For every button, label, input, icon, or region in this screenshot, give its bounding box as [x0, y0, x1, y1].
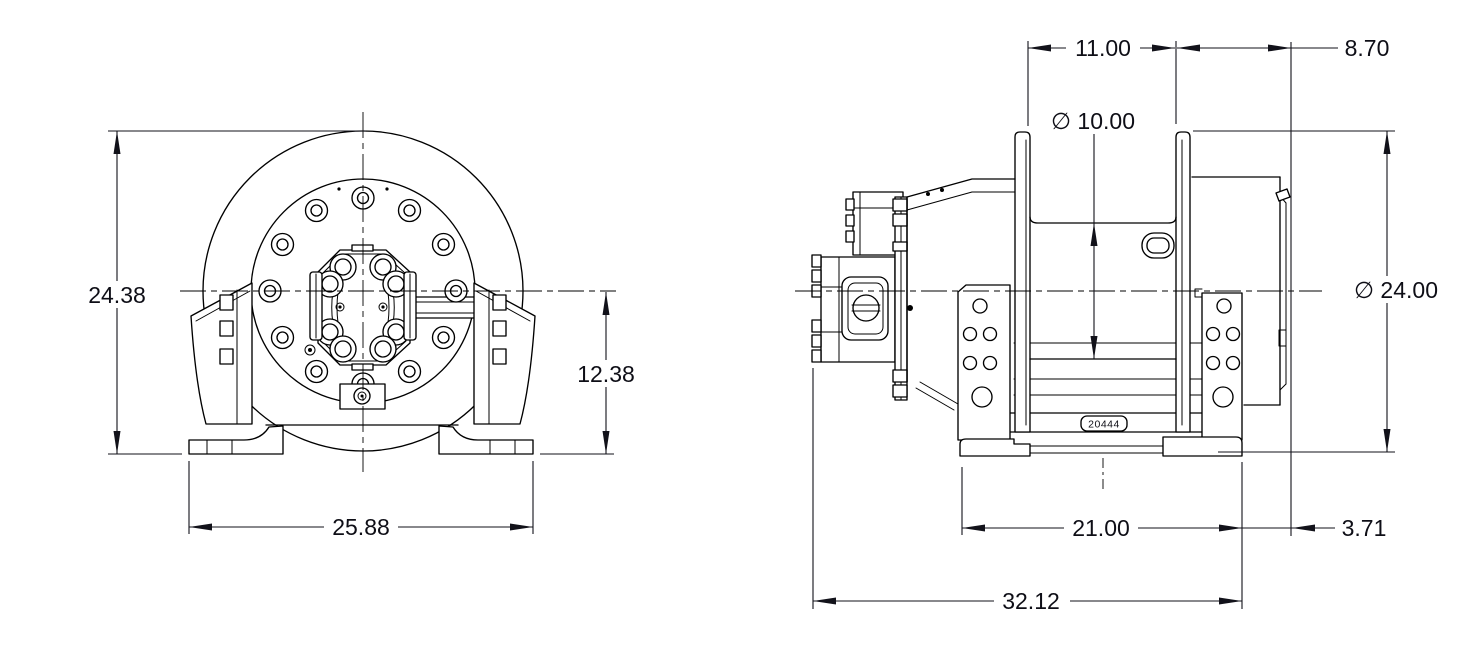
motor-port-face — [841, 276, 889, 341]
serial-label-text: 20444 — [1088, 419, 1120, 431]
dim-text-foot-span-front: 25.88 — [332, 514, 390, 540]
dim-side-barrel-diameter: ∅ 10.00 — [1051, 108, 1135, 359]
dim-text-centerline-height: 12.38 — [577, 361, 635, 387]
dim-text-flange-diameter: ∅ 24.00 — [1354, 277, 1438, 303]
dim-text-overall-height: 24.38 — [88, 282, 146, 308]
side-right-foot — [1162, 436, 1243, 457]
dim-front-overall-height: 24.38 — [82, 130, 366, 455]
hydraulic-motor — [811, 254, 896, 363]
side-left-bracket — [957, 284, 1011, 441]
dim-side-overall-length: 32.12 — [812, 368, 1242, 614]
dim-side-drum-length: 11.00 — [1027, 34, 1177, 126]
gear-housing — [906, 178, 1016, 411]
drum-barrel — [1029, 216, 1177, 360]
right-foot — [438, 425, 534, 455]
motor-mount-hub — [304, 244, 417, 371]
side-right-bracket — [1194, 288, 1243, 441]
dim-text-foot-span-side: 21.00 — [1072, 515, 1130, 541]
motor-adapter-plate — [892, 196, 913, 401]
dimensions: 24.38 12.38 25.88 — [82, 34, 1458, 614]
left-drum-flange — [1014, 131, 1031, 433]
right-mounting-bracket — [473, 282, 536, 425]
left-foot — [188, 425, 284, 455]
dim-text-barrel-diameter: ∅ 10.00 — [1051, 108, 1135, 134]
dim-side-flange-diameter: ∅ 24.00 — [1193, 130, 1458, 453]
motor-port — [852, 294, 880, 322]
dim-text-flange-to-end: 8.70 — [1345, 35, 1390, 61]
side-base — [959, 436, 1243, 457]
frame-cross-members — [1007, 342, 1205, 433]
serial-label: 20444 — [1080, 415, 1128, 432]
side-left-foot — [959, 438, 1031, 457]
dim-text-overall-length: 32.12 — [1002, 588, 1060, 614]
dim-side-flange-to-end: 8.70 — [1177, 35, 1389, 536]
side-view: 20444 — [795, 131, 1322, 492]
dim-front-centerline-height: 12.38 — [540, 292, 641, 455]
left-mounting-bracket — [190, 282, 253, 425]
right-drum-flange — [1175, 131, 1191, 433]
front-view — [180, 112, 616, 472]
dim-text-end-overhang: 3.71 — [1342, 515, 1387, 541]
bottom-anchor-tab — [339, 383, 386, 410]
dim-front-foot-span: 25.88 — [188, 461, 534, 540]
dim-side-foot-span: 21.00 — [961, 462, 1335, 609]
dim-text-drum-length: 11.00 — [1075, 35, 1131, 61]
dim-side-end-overhang: 3.71 — [1292, 515, 1386, 541]
